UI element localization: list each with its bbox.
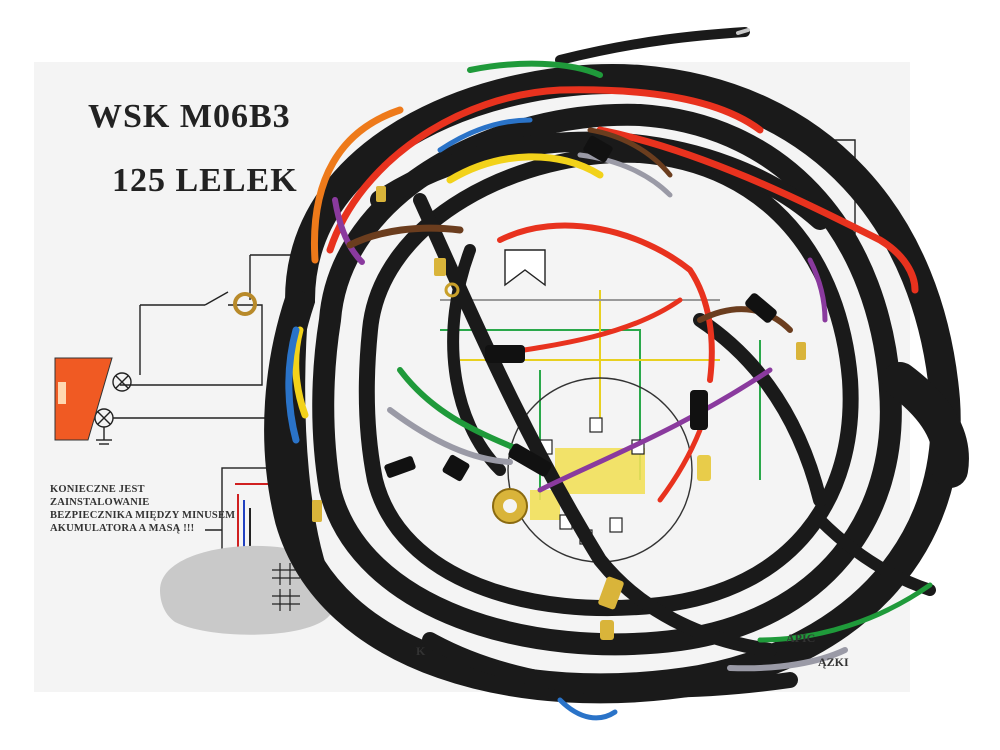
ignition-shadow — [160, 545, 336, 635]
sheet-title-name: 125 LELEK — [112, 162, 298, 199]
partial-label-3: K — [416, 644, 426, 658]
warning-line-4: AKUMULATORA A MASĄ !!! — [50, 523, 195, 534]
warning-line-2: ZAINSTALOWANIE — [50, 497, 150, 508]
partial-label-2: ĄZKI — [818, 655, 849, 669]
sheet-title-model: WSK M06B3 — [88, 98, 291, 135]
tail-lamp-tab — [58, 382, 66, 404]
partial-label-1: APIC — [786, 631, 816, 645]
ignition-coil-symbols — [272, 563, 300, 611]
tail-lamp-symbol — [54, 357, 113, 441]
warning-line-3: BEZPIECZNIKA MIĘDZY MINUSEM — [50, 510, 236, 521]
brass-terminals — [233, 28, 806, 640]
warning-line-1: KONIECZNE JEST — [50, 484, 145, 495]
black-connectors — [384, 135, 777, 482]
central-connector-diagram — [504, 249, 693, 563]
harness-colour-wires — [285, 60, 933, 672]
